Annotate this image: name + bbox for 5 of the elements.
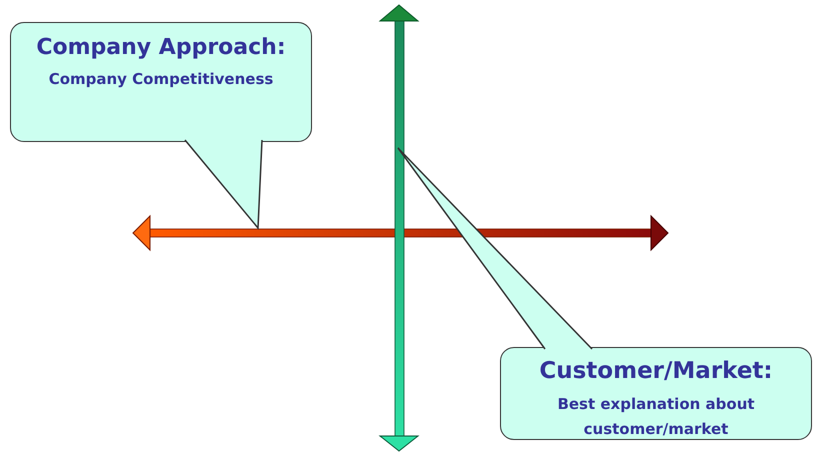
callout-heading: Customer/Market: xyxy=(539,358,773,386)
callout-bubble xyxy=(500,347,812,440)
callout-heading: Company Approach: xyxy=(36,35,286,62)
callout-text: Best explanation about customer/market xyxy=(556,394,756,440)
callout-text: Company Competitiveness xyxy=(48,69,274,90)
